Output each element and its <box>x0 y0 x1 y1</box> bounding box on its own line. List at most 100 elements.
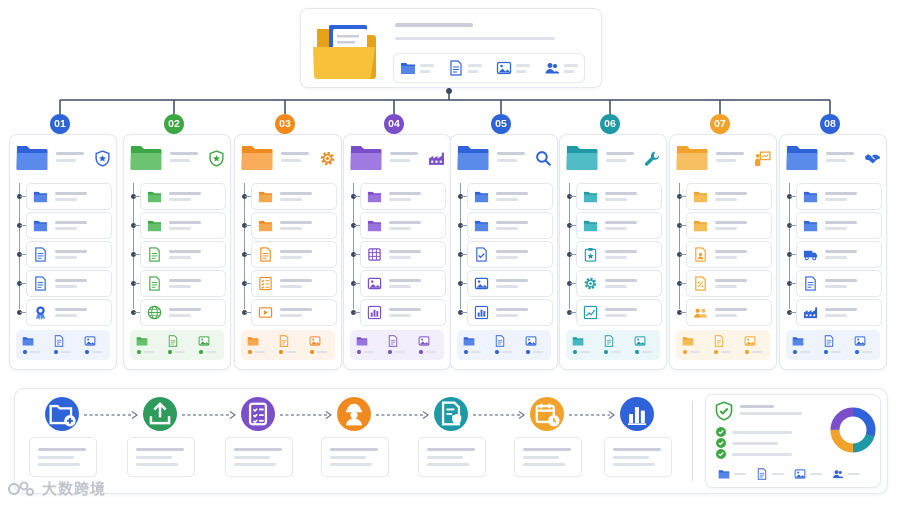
list-item[interactable] <box>26 241 112 268</box>
folder-icon <box>367 220 382 232</box>
workflow-step[interactable] <box>620 397 654 431</box>
folder-icon <box>803 191 818 203</box>
list-item[interactable] <box>360 241 446 268</box>
list-item[interactable] <box>796 270 882 297</box>
list-item[interactable] <box>686 299 772 326</box>
folder-icon <box>16 146 48 170</box>
list-item[interactable] <box>576 212 662 239</box>
list-item[interactable] <box>796 241 882 268</box>
video-icon <box>258 307 273 318</box>
folder-icon <box>33 191 48 203</box>
list-item[interactable] <box>140 299 226 326</box>
document-icon <box>495 335 505 347</box>
list-item[interactable] <box>26 183 112 210</box>
list-item[interactable] <box>140 212 226 239</box>
list-item[interactable] <box>251 241 337 268</box>
image-icon <box>525 336 537 346</box>
list-item[interactable] <box>467 270 553 297</box>
workflow-step[interactable] <box>434 397 468 431</box>
workflow-step[interactable] <box>45 397 79 431</box>
step-number-badge: 03 <box>275 114 295 134</box>
category-card <box>669 134 777 370</box>
list-item[interactable] <box>467 241 553 268</box>
category-card <box>9 134 117 370</box>
list-item[interactable] <box>360 183 446 210</box>
document-icon <box>805 276 816 291</box>
flow-arrow <box>280 411 332 419</box>
list-item[interactable] <box>576 241 662 268</box>
list-item[interactable] <box>686 183 772 210</box>
image-icon <box>794 469 806 479</box>
workflow-step[interactable] <box>530 397 564 431</box>
list-item[interactable] <box>251 183 337 210</box>
list-item[interactable] <box>251 299 337 326</box>
category-card <box>123 134 231 370</box>
folder-icon <box>682 337 694 346</box>
globe-icon <box>147 305 162 320</box>
list-item[interactable] <box>251 212 337 239</box>
list-item[interactable] <box>467 212 553 239</box>
truck-icon <box>803 250 818 261</box>
category-card <box>450 134 558 370</box>
column-footer <box>350 330 444 360</box>
list-item[interactable] <box>140 183 226 210</box>
shield-star-icon <box>209 150 224 167</box>
folder-icon <box>367 191 382 203</box>
list-item[interactable] <box>576 183 662 210</box>
award-icon <box>35 306 46 320</box>
check-icon <box>716 449 726 459</box>
list-item[interactable] <box>796 212 882 239</box>
list-item[interactable] <box>796 183 882 210</box>
list-item[interactable] <box>576 270 662 297</box>
folder-icon <box>583 220 598 232</box>
list-item[interactable] <box>686 241 772 268</box>
list-item[interactable] <box>251 270 337 297</box>
folder-icon <box>463 337 475 346</box>
flow-arrow <box>84 411 138 419</box>
factory-icon <box>803 307 818 319</box>
image-icon <box>744 336 756 346</box>
upload-icon <box>143 397 177 431</box>
list-item[interactable] <box>686 270 772 297</box>
list-item[interactable] <box>576 299 662 326</box>
list-item[interactable] <box>26 212 112 239</box>
workflow-step[interactable] <box>241 397 275 431</box>
list-item[interactable] <box>796 299 882 326</box>
list-item[interactable] <box>467 183 553 210</box>
folder-icon <box>356 337 368 346</box>
list-item[interactable] <box>140 241 226 268</box>
root-footer <box>393 53 585 83</box>
clipboard-star-icon <box>584 247 597 262</box>
workflow-step[interactable] <box>337 397 371 431</box>
workflow-step-card <box>29 437 97 477</box>
watermark-text: 大数跨境 <box>42 480 107 498</box>
folder-icon <box>401 63 415 74</box>
category-card <box>779 134 887 370</box>
folder-icon <box>583 191 598 203</box>
open-folder-icon <box>313 25 376 79</box>
folder-icon <box>258 191 273 203</box>
list-item[interactable] <box>360 212 446 239</box>
step-number: 08 <box>824 118 836 130</box>
handshake-icon <box>865 154 880 164</box>
root-card <box>300 8 602 88</box>
list-item[interactable] <box>360 299 446 326</box>
image-icon <box>496 61 512 75</box>
document-icon <box>149 247 160 262</box>
column-footer <box>786 330 880 360</box>
list-item[interactable] <box>686 212 772 239</box>
column-footer <box>16 330 110 360</box>
list-item[interactable] <box>467 299 553 326</box>
list-item[interactable] <box>26 299 112 326</box>
folder-icon <box>693 220 708 232</box>
step-number-badge: 08 <box>820 114 840 134</box>
step-number: 06 <box>604 118 616 130</box>
image-icon <box>634 336 646 346</box>
workflow-step[interactable] <box>143 397 177 431</box>
list-item[interactable] <box>26 270 112 297</box>
list-item[interactable] <box>140 270 226 297</box>
category-card <box>343 134 451 370</box>
step-number: 05 <box>495 118 507 130</box>
list-item[interactable] <box>360 270 446 297</box>
workflow-step-card <box>321 437 389 477</box>
